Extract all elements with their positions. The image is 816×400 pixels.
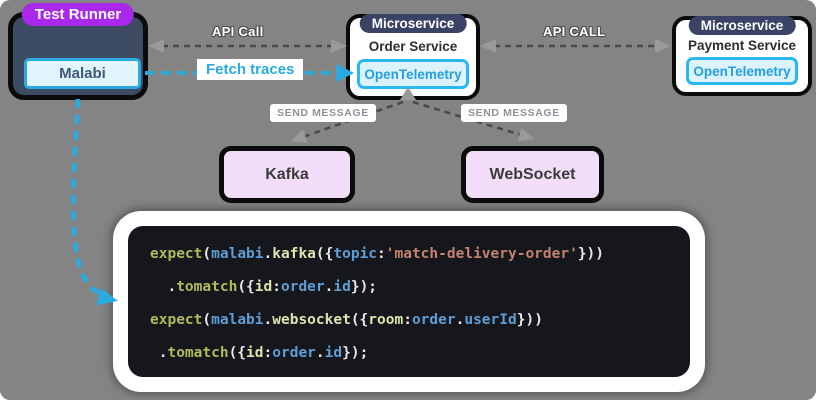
api-call-right-arrowhead-left bbox=[480, 39, 496, 53]
order-microservice-label: Microservice bbox=[359, 14, 467, 33]
send-message-left-label: SEND MESSAGE bbox=[270, 104, 376, 122]
websocket-node: WebSocket bbox=[461, 146, 604, 203]
payment-service-name: Payment Service bbox=[687, 38, 797, 53]
test-runner-node: Test Runner Malabi bbox=[8, 3, 148, 100]
code-snippet-card: expect(malabi.kafka({topic:'match-delive… bbox=[113, 211, 705, 392]
kafka-node: Kafka bbox=[219, 146, 355, 203]
malabi-to-code-arrow bbox=[70, 98, 118, 306]
code-line: expect(malabi.websocket({room:order.user… bbox=[150, 312, 543, 328]
api-call-right-label: API CALL bbox=[543, 24, 606, 39]
test-runner-label: Test Runner bbox=[21, 3, 135, 26]
code-line: expect(malabi.kafka({topic:'match-delive… bbox=[150, 246, 605, 262]
fetch-traces-label: Fetch traces bbox=[197, 59, 304, 80]
order-opentelemetry-box: OpenTelemetry bbox=[357, 59, 469, 89]
order-service-name: Order Service bbox=[368, 39, 458, 54]
code-lines: expect(malabi.kafka({topic:'match-delive… bbox=[128, 226, 690, 377]
api-call-left-label: API Call bbox=[212, 24, 264, 39]
order-service-node: Microservice Order Service OpenTelemetry bbox=[346, 14, 480, 100]
send-message-right-label: SEND MESSAGE bbox=[461, 104, 567, 122]
api-call-left-arrowhead-right bbox=[331, 39, 347, 53]
payment-microservice-label: Microservice bbox=[688, 16, 796, 35]
malabi-box: Malabi bbox=[24, 58, 141, 89]
payment-opentelemetry-box: OpenTelemetry bbox=[686, 57, 798, 85]
api-call-left-arrowhead-left bbox=[148, 39, 164, 53]
code-line: .tomatch({id:order.id}); bbox=[150, 279, 378, 295]
api-call-right-arrowhead-right bbox=[655, 39, 671, 53]
code-line: .tomatch({id:order.id}); bbox=[150, 345, 369, 361]
payment-service-node: Microservice Payment Service OpenTelemet… bbox=[672, 16, 812, 96]
